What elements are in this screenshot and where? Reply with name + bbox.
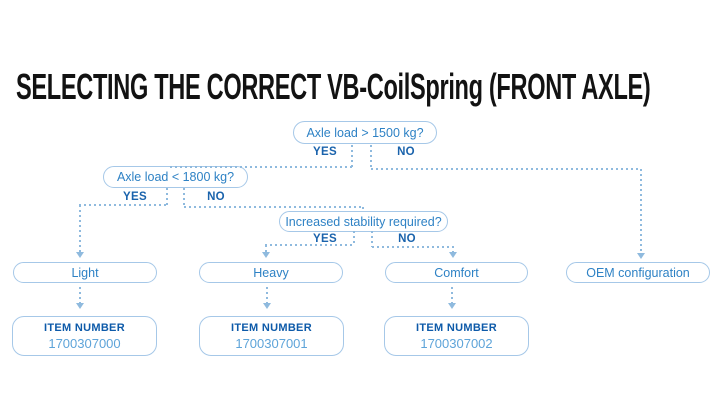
connector-q2-no-horizontal bbox=[184, 206, 363, 208]
page-title: SELECTING THE CORRECT VB-CoilSpring (FRO… bbox=[16, 66, 651, 108]
connector-to-q3 bbox=[362, 207, 364, 212]
connector-to-heavy bbox=[265, 245, 267, 252]
item-number-box-heavy: ITEM NUMBER 1700307001 bbox=[199, 316, 344, 356]
item-number-value: 1700307002 bbox=[420, 335, 493, 351]
branch-label-yes: YES bbox=[313, 146, 337, 158]
result-box-oem-configuration: OEM configuration bbox=[566, 262, 710, 283]
item-number-heading: ITEM NUMBER bbox=[416, 321, 497, 334]
connector-comfort-to-item bbox=[451, 287, 453, 303]
arrow-down-icon bbox=[447, 303, 456, 309]
item-number-box-comfort: ITEM NUMBER 1700307002 bbox=[384, 316, 529, 356]
connector-heavy-to-item bbox=[266, 287, 268, 303]
question-label: Axle load > 1500 kg? bbox=[306, 125, 424, 140]
result-box-comfort: Comfort bbox=[385, 262, 528, 283]
branch-label-no: NO bbox=[397, 146, 415, 158]
connector-to-oem bbox=[640, 169, 642, 253]
connector-q1-yes-stub bbox=[351, 145, 353, 167]
result-label: Heavy bbox=[253, 265, 289, 280]
result-box-heavy: Heavy bbox=[199, 262, 343, 283]
arrow-down-icon bbox=[448, 252, 457, 258]
branch-label-no: NO bbox=[398, 233, 416, 245]
connector-light-to-item bbox=[79, 287, 81, 303]
arrow-down-icon bbox=[261, 252, 270, 258]
item-number-value: 1700307000 bbox=[48, 335, 121, 351]
connector-q1-yes-horizontal bbox=[170, 166, 352, 168]
question-box-axle-load-1800: Axle load < 1800 kg? bbox=[103, 166, 248, 188]
connector-to-light bbox=[79, 205, 81, 252]
connector-q3-no-horizontal bbox=[372, 246, 453, 248]
connector-q3-no-stub bbox=[371, 231, 373, 247]
result-label: Comfort bbox=[434, 265, 479, 280]
question-label: Axle load < 1800 kg? bbox=[116, 170, 235, 184]
item-number-heading: ITEM NUMBER bbox=[231, 321, 312, 334]
result-box-light: Light bbox=[13, 262, 157, 283]
question-box-increased-stability: Increased stability required? bbox=[279, 211, 448, 232]
connector-q2-yes-stub bbox=[166, 188, 168, 205]
item-number-value: 1700307001 bbox=[235, 335, 308, 351]
connector-q1-no-horizontal bbox=[371, 168, 641, 170]
branch-label-no: NO bbox=[207, 191, 225, 203]
branch-label-yes: YES bbox=[123, 191, 147, 203]
item-number-heading: ITEM NUMBER bbox=[44, 321, 125, 334]
connector-q1-no-stub bbox=[370, 145, 372, 169]
result-label: Light bbox=[71, 265, 99, 280]
arrow-down-icon bbox=[636, 253, 645, 259]
connector-q3-yes-stub bbox=[353, 231, 355, 245]
item-number-box-light: ITEM NUMBER 1700307000 bbox=[12, 316, 157, 356]
arrow-down-icon bbox=[75, 303, 84, 309]
connector-to-comfort bbox=[452, 246, 454, 252]
connector-q3-yes-horizontal bbox=[265, 244, 354, 246]
connector-q2-no-stub bbox=[183, 188, 185, 207]
question-box-axle-load-1500: Axle load > 1500 kg? bbox=[293, 121, 437, 144]
arrow-down-icon bbox=[75, 252, 84, 258]
arrow-down-icon bbox=[262, 303, 271, 309]
branch-label-yes: YES bbox=[313, 233, 337, 245]
connector-q2-yes-horizontal bbox=[79, 204, 167, 206]
question-label: Increased stability required? bbox=[285, 214, 442, 229]
result-label: OEM configuration bbox=[586, 265, 690, 280]
